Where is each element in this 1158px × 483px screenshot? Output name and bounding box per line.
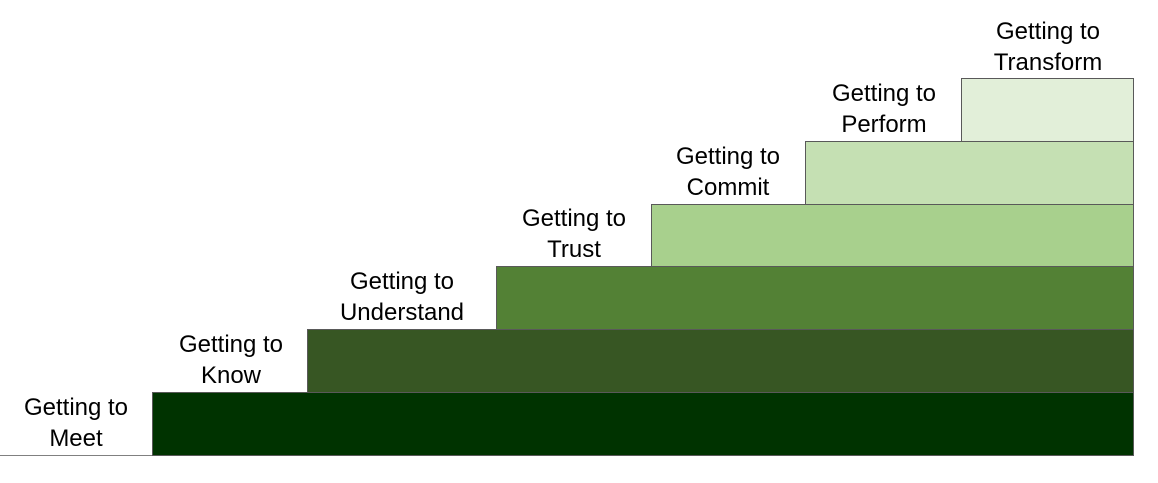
step-bar-understand <box>496 266 1134 330</box>
step-bar-perform <box>961 78 1134 142</box>
step-bar-trust <box>651 204 1134 267</box>
step-bar-know <box>307 329 1134 393</box>
step-bar-meet <box>152 392 1134 456</box>
step-bar-commit <box>805 141 1134 205</box>
